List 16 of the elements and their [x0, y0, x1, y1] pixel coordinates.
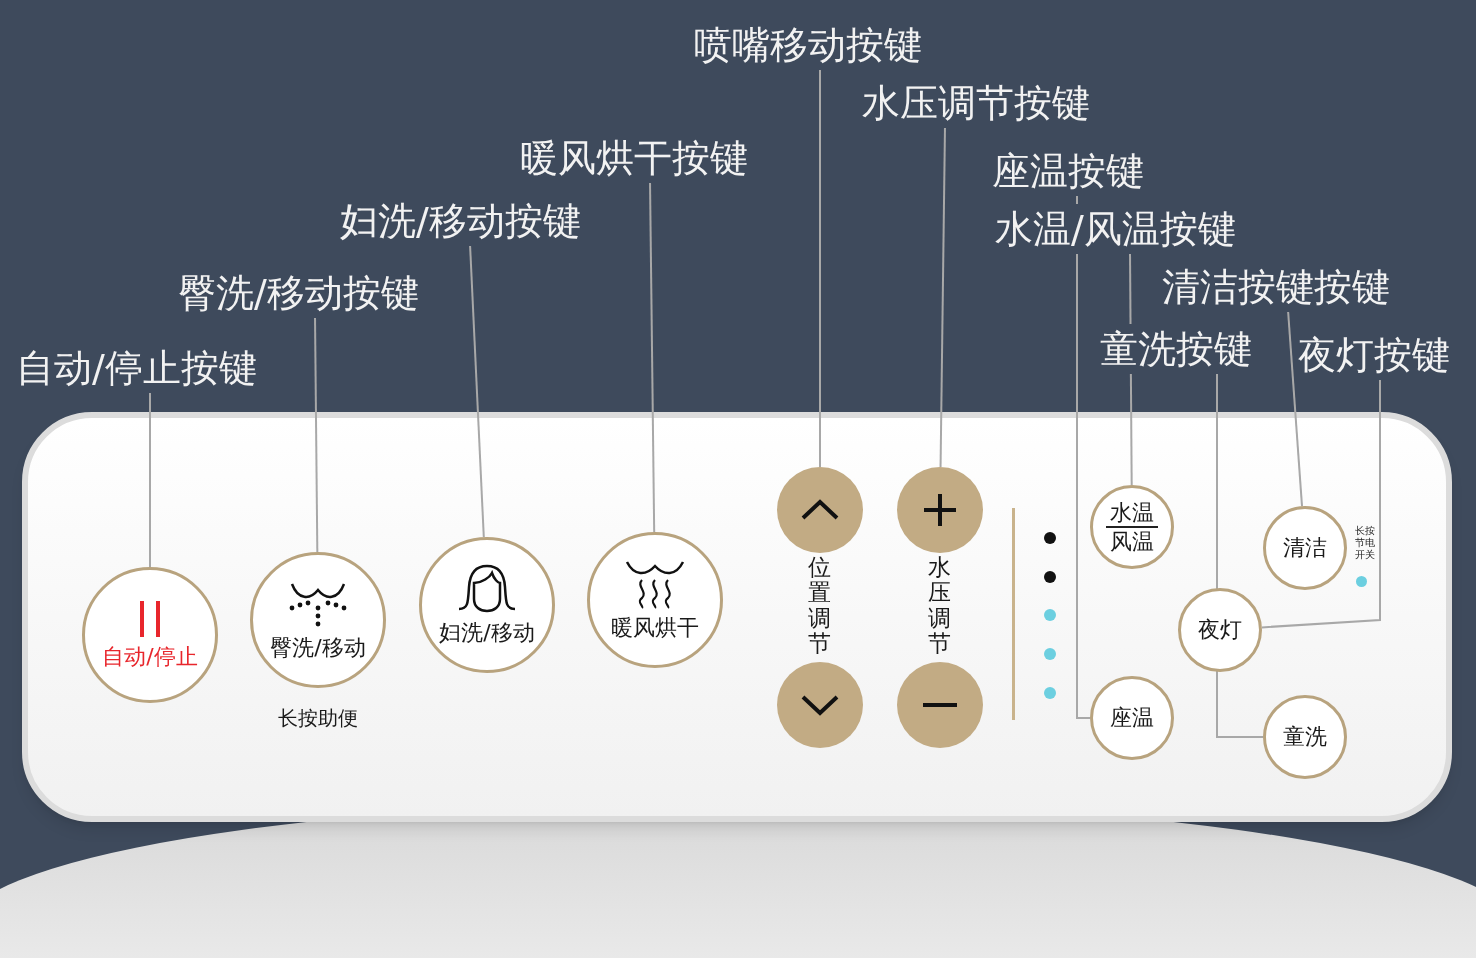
button-label: 水温 — [1110, 498, 1154, 526]
button-label: 座温 — [1110, 704, 1154, 732]
button-label: 暖风烘干 — [611, 614, 699, 642]
button-label: 妇洗/移动 — [439, 619, 535, 647]
button-label: 臀洗/移动 — [270, 634, 366, 662]
note-text: 长按助便 — [278, 705, 358, 732]
vertical-label: 长按节电开关 — [1355, 525, 1375, 561]
button-label: 风温 — [1110, 528, 1154, 556]
vertical-label: 水压调节 — [928, 555, 951, 657]
button-label: 清洁 — [1283, 534, 1327, 562]
callout-label: 水温/风温按键 — [993, 204, 1238, 254]
callout-label: 童洗按键 — [1098, 324, 1254, 374]
vertical-label: 位置调节 — [808, 555, 831, 657]
button-label: 童洗 — [1283, 723, 1327, 751]
button-label: 自动/停止 — [102, 643, 198, 671]
button-label: 夜灯 — [1198, 616, 1242, 644]
